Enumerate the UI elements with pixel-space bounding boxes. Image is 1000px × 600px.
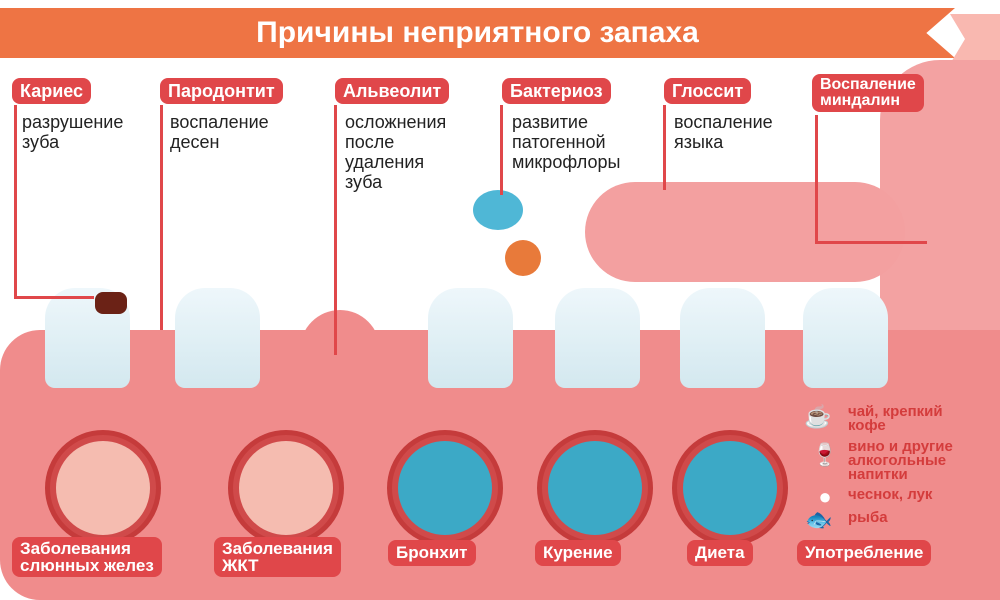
- tongue-illustration: [585, 182, 905, 282]
- tooth: [175, 288, 260, 388]
- tag-caries: Кариес: [12, 78, 92, 104]
- lungs-icon: [387, 430, 503, 546]
- mouth-icon: [45, 430, 161, 546]
- wine-glass-icon: 🍷: [811, 442, 839, 467]
- tag-consumption: Употребление: [797, 540, 932, 566]
- tooth: [555, 288, 640, 388]
- tooth: [428, 288, 513, 388]
- garlic-icon: ●: [818, 484, 832, 509]
- tag-glossitis: Глоссит: [664, 78, 752, 104]
- cigarette-icon: [537, 430, 653, 546]
- consumption-item: рыба: [848, 509, 888, 526]
- title-banner: Причины неприятного запаха: [0, 8, 955, 58]
- stomach-icon: [228, 430, 344, 546]
- tag-bacteriosis: Бактериоз: [502, 78, 611, 104]
- tag-periodontitis: Пародонтит: [160, 78, 283, 104]
- tooth: [680, 288, 765, 388]
- socket-illustration: [300, 310, 380, 360]
- cup-icon: ☕: [804, 404, 832, 429]
- tag-bronchitis: Бронхит: [388, 540, 476, 566]
- banner-tail: [950, 14, 1000, 64]
- tag-diet: Диета: [687, 540, 753, 566]
- bacteria-icon: [473, 190, 523, 230]
- scale-icon: [672, 430, 788, 546]
- tag-smoking: Курение: [535, 540, 621, 566]
- bacteria-icon: [505, 240, 541, 276]
- fish-icon: 🐟: [805, 507, 833, 532]
- caries-spot-icon: [95, 292, 127, 314]
- consumption-item: чеснок, лук: [848, 486, 933, 503]
- tag-alveolitis: Альвеолит: [335, 78, 450, 104]
- tooth: [803, 288, 888, 388]
